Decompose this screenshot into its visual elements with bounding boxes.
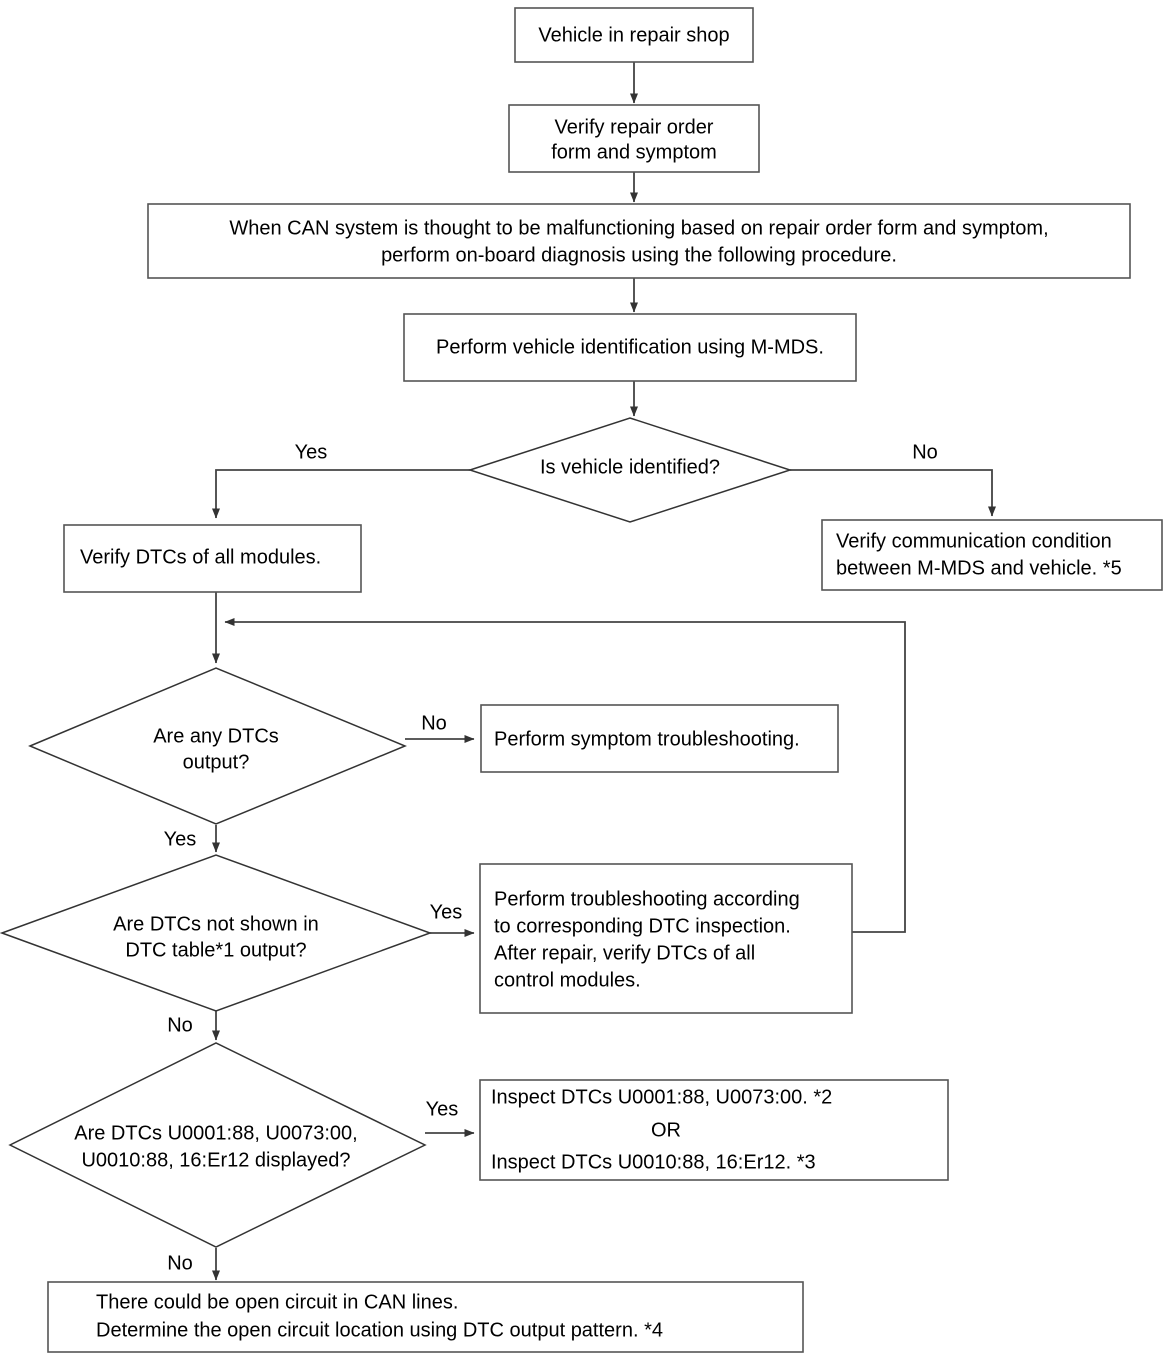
node-label-line-1: Verify repair order	[555, 116, 714, 138]
node-perform-vehicle-identification[interactable]: Perform vehicle identification using M-M…	[403, 313, 857, 382]
branch-label-anydtcs-yes: Yes	[164, 828, 197, 850]
node-label-line-3: Inspect DTCs U0010:88, 16:Er12. *3	[491, 1151, 816, 1173]
node-box	[479, 863, 853, 1014]
node-are-any-dtcs-output[interactable]: Are any DTCs output?	[28, 667, 407, 825]
node-box	[514, 7, 754, 63]
node-verify-repair-order[interactable]: Verify repair order form and symptom	[508, 104, 760, 173]
node-perform-symptom-troubleshooting[interactable]: Perform symptom troubleshooting.	[480, 704, 839, 773]
node-label-line-1: Are DTCs U0001:88, U0073:00,	[74, 1122, 358, 1144]
node-label-line-1: Inspect DTCs U0001:88, U0073:00. *2	[491, 1086, 832, 1108]
node-label-line-2: Determine the open circuit location usin…	[96, 1319, 663, 1341]
branch-label-nottable-no: No	[167, 1014, 193, 1036]
node-box	[480, 704, 839, 773]
node-verify-communication[interactable]: Verify communication condition between M…	[821, 519, 1163, 591]
node-label-line-4: control modules.	[494, 969, 641, 991]
decision-diamond	[28, 667, 407, 825]
node-are-dtcs-not-in-table[interactable]: Are DTCs not shown in DTC table*1 output…	[0, 854, 433, 1012]
branch-label-specificdtcs-yes: Yes	[426, 1098, 459, 1120]
decision-diamond	[467, 417, 793, 523]
node-label-line-2: DTC table*1 output?	[125, 939, 306, 961]
branch-label-specificdtcs-no: No	[167, 1252, 193, 1274]
node-label-line-3: After repair, verify DTCs of all	[494, 942, 755, 964]
node-label-line-2: form and symptom	[551, 141, 717, 163]
node-label: Perform symptom troubleshooting.	[494, 728, 800, 750]
connector-layer	[212, 62, 996, 1281]
branch-label-anydtcs-no: No	[421, 712, 447, 734]
connector-identified-yes	[212, 469, 470, 519]
decision-diamond	[8, 1042, 427, 1248]
node-label-line-1: Perform troubleshooting according	[494, 888, 800, 910]
node-perform-troubleshooting-dtc[interactable]: Perform troubleshooting according to cor…	[479, 863, 853, 1014]
node-label: Perform vehicle identification using M-M…	[436, 336, 824, 358]
node-are-specific-dtcs-displayed[interactable]: Are DTCs U0001:88, U0073:00, U0010:88, 1…	[8, 1042, 427, 1248]
node-inspect-dtcs[interactable]: Inspect DTCs U0001:88, U0073:00. *2 OR I…	[479, 1079, 949, 1181]
node-box	[47, 1281, 804, 1353]
connector-identified-no	[790, 469, 996, 517]
node-open-circuit-conclusion[interactable]: There could be open circuit in CAN lines…	[47, 1281, 804, 1353]
branch-label-identified-yes: Yes	[295, 441, 328, 463]
node-label: Vehicle in repair shop	[538, 24, 729, 46]
node-label-line-2: U0010:88, 16:Er12 displayed?	[81, 1149, 350, 1171]
node-box	[508, 104, 760, 173]
node-label-line-1: Are DTCs not shown in	[113, 913, 319, 935]
node-box	[63, 524, 362, 593]
node-label-line-1: Are any DTCs	[153, 725, 279, 747]
node-label: Is vehicle identified?	[540, 456, 720, 478]
node-box	[147, 203, 1131, 279]
connector-feedback-loop	[224, 618, 906, 933]
node-label-line-1: There could be open circuit in CAN lines…	[96, 1291, 458, 1313]
branch-label-identified-no: No	[912, 441, 938, 463]
decision-diamond	[0, 854, 433, 1012]
node-can-malfunction-note[interactable]: When CAN system is thought to be malfunc…	[147, 203, 1131, 279]
node-box	[479, 1079, 949, 1181]
node-box	[403, 313, 857, 382]
node-label-line-2: perform on-board diagnosis using the fol…	[381, 244, 897, 266]
node-vehicle-in-shop[interactable]: Vehicle in repair shop	[514, 7, 754, 63]
node-label-line-2: OR	[651, 1119, 681, 1141]
node-label-line-1: Verify communication condition	[836, 530, 1112, 552]
node-label-line-2: between M-MDS and vehicle. *5	[836, 557, 1122, 579]
branch-label-nottable-yes: Yes	[430, 901, 463, 923]
node-label-line-2: output?	[183, 751, 250, 773]
node-label-line-1: When CAN system is thought to be malfunc…	[229, 217, 1048, 239]
node-label: Verify DTCs of all modules.	[80, 546, 321, 568]
node-box	[821, 519, 1163, 591]
node-verify-dtcs-all-modules[interactable]: Verify DTCs of all modules.	[63, 524, 362, 593]
node-label-line-2: to corresponding DTC inspection.	[494, 915, 791, 937]
node-is-vehicle-identified[interactable]: Is vehicle identified?	[467, 417, 793, 523]
